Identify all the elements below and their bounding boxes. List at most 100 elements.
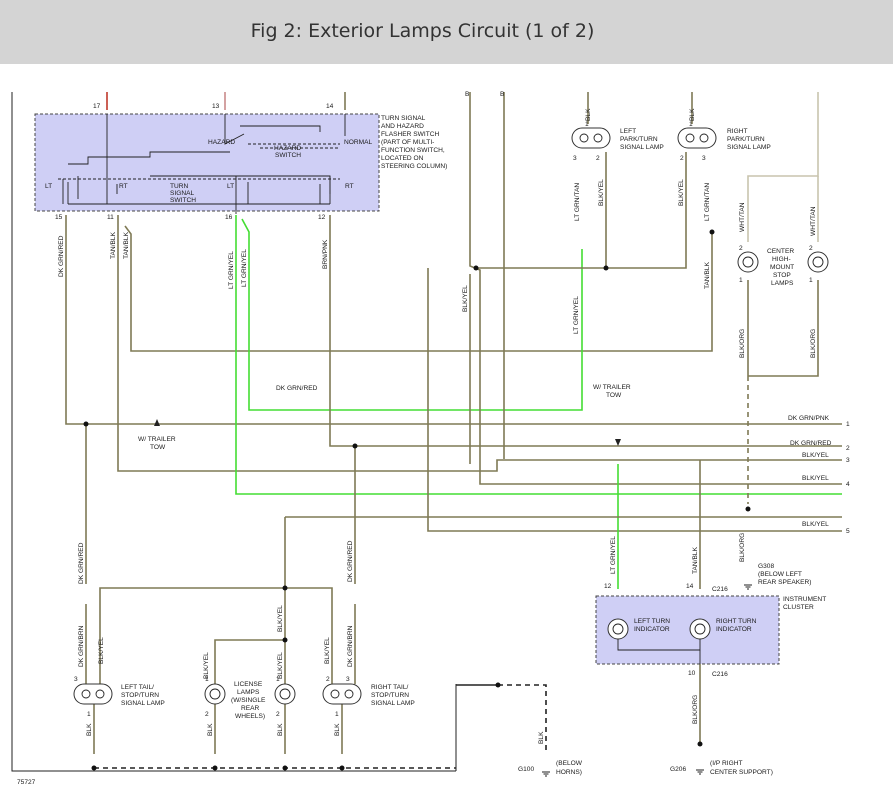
ground-symbols <box>542 584 752 777</box>
wire-label-blk-1: BLK <box>86 723 93 736</box>
wire-label-dk-grn-red-3: DK GRN/RED <box>347 540 354 582</box>
switch-label-line6: LOCATED ON <box>381 155 424 162</box>
b-marker-1: B <box>465 91 470 98</box>
cluster-label-1: INSTRUMENT <box>783 596 826 603</box>
c216-label-top: C216 <box>712 586 728 593</box>
left-park-pin-3: 3 <box>573 155 577 162</box>
g206-label: G206 <box>670 766 686 773</box>
g308-label: G308 <box>758 563 774 570</box>
wire-label-dk-grn-red-1: DK GRN/RED <box>58 235 65 277</box>
lamps <box>73 127 829 705</box>
wire-label-blk-org-2: BLK/ORG <box>810 329 817 358</box>
license-label-4: REAR <box>241 705 260 712</box>
center-lamp2-pin-1: 1 <box>809 277 813 284</box>
cluster-label-2: CLUSTER <box>783 604 814 611</box>
turn-signal-switch-box <box>34 113 380 212</box>
wire-label-blk-yel-license-1: BLK/YEL <box>203 652 210 679</box>
title-bar: Fig 2: Exterior Lamps Circuit (1 of 2) <box>0 0 893 64</box>
right-indicator-label-1: RIGHT TURN <box>716 618 757 625</box>
cluster-pin-10: 10 <box>688 670 696 677</box>
g206-desc-2: CENTER SUPPORT) <box>710 769 773 776</box>
hazard-switch-label-1: HAZARD <box>274 145 301 152</box>
right-park-label-2: PARK/TURN <box>727 136 765 143</box>
right-indicator-label-2: INDICATOR <box>716 626 752 633</box>
wire-label-blk-yel-right-park: BLK/YEL <box>678 179 685 206</box>
wires <box>65 92 842 769</box>
output-4-num: 4 <box>846 481 850 488</box>
switch-rt-2: RT <box>345 183 354 190</box>
g100-desc-2: HORNS) <box>556 769 582 776</box>
trailer-tow-right-1: W/ TRAILER <box>593 384 631 391</box>
pin-11-label: 11 <box>107 214 114 221</box>
center-lamp1-pin-1: 1 <box>739 277 743 284</box>
cluster-pin-12: 12 <box>604 583 612 590</box>
license2-pin-1: 1 <box>276 676 280 683</box>
wire-label-blk-yel-left-park: BLK/YEL <box>598 179 605 206</box>
wire-label-blk-yel-center: BLK/YEL <box>462 285 469 312</box>
switch-internals <box>58 114 346 214</box>
left-park-pin-1: 1 <box>585 121 589 128</box>
normal-label: NORMAL <box>344 139 373 146</box>
turn-switch-label-1: TURN <box>170 183 189 190</box>
wire-label-tan-blk-1: TAN/BLK <box>110 231 117 259</box>
pin-13-label: 13 <box>212 103 220 110</box>
wire-label-blk-3: BLK <box>277 723 284 736</box>
switch-label-line2: AND HAZARD <box>381 123 424 130</box>
right-tail-label-3: SIGNAL LAMP <box>371 700 415 707</box>
output-4-label: BLK/YEL <box>802 475 829 482</box>
cluster-internals <box>607 618 711 664</box>
license-label-2: LAMPS <box>237 689 260 696</box>
left-tail-label-1: LEFT TAIL/ <box>121 684 154 691</box>
left-tail-pin-1: 1 <box>87 711 91 718</box>
left-indicator-label-1: LEFT TURN <box>634 618 670 625</box>
left-tail-label-2: STOP/TURN <box>121 692 159 699</box>
center-stop-label-5: LAMPS <box>771 280 794 287</box>
output-2-num: 2 <box>846 445 850 452</box>
wire-label-lt-grn-yel-1: LT GRN/YEL <box>228 251 235 289</box>
wire-label-blk-org-1: BLK/ORG <box>739 329 746 358</box>
right-tail-pin-2: 2 <box>326 676 330 683</box>
g206-desc-1: (I/P RIGHT <box>710 760 742 767</box>
center-stop-label-1: CENTER <box>767 248 794 255</box>
pin-17-label: 17 <box>93 103 101 110</box>
hazard-label: HAZARD <box>208 139 235 146</box>
switch-label-line1: TURN SIGNAL <box>381 115 426 122</box>
wire-label-tan-blk-3: TAN/BLK <box>704 261 711 289</box>
license-label-3: (W/SINGLE <box>231 697 266 704</box>
wiring-diagram: 17 13 14 TURN SIGNAL AND HAZARD FLASHER … <box>11 91 850 786</box>
license2-pin-2: 2 <box>276 711 280 718</box>
switch-label-line5: FUNCTION SWITCH, <box>381 147 445 154</box>
pin-14-label: 14 <box>326 103 334 110</box>
switch-lt-1: LT <box>45 183 52 190</box>
center-stop-label-3: MOUNT <box>770 264 794 271</box>
labels: 17 13 14 TURN SIGNAL AND HAZARD FLASHER … <box>17 91 850 786</box>
wire-label-wht-tan-2: WHT/TAN <box>810 206 817 236</box>
trailer-tow-left-1: W/ TRAILER <box>138 436 176 443</box>
license1-pin-1: 1 <box>205 676 209 683</box>
output-5-label: BLK/YEL <box>802 521 829 528</box>
c216-label-bottom: C216 <box>712 671 728 678</box>
splice-dots <box>83 229 751 771</box>
center-lamp1-pin-2: 2 <box>739 245 743 252</box>
wire-label-lt-grn-yel-3: LT GRN/YEL <box>573 296 580 334</box>
left-indicator-label-2: INDICATOR <box>634 626 670 633</box>
wire-label-blk-yel-license-2: BLK/YEL <box>277 605 284 632</box>
right-park-label-1: RIGHT <box>727 128 748 135</box>
right-park-pin-1: 1 <box>689 121 693 128</box>
center-stop-label-2: HIGH- <box>772 256 791 263</box>
pin-12-label: 12 <box>318 214 326 221</box>
figure-id: 75727 <box>17 779 36 786</box>
center-stop-label-4: STOP <box>773 272 791 279</box>
license-label-5: WHEELS) <box>235 713 265 720</box>
trailer-tow-right-2: TOW <box>606 392 622 399</box>
wire-label-blk-yel-left-tail: BLK/YEL <box>98 637 105 664</box>
turn-switch-label-3: SWITCH <box>170 197 196 204</box>
wire-label-dk-grn-brn-2: DK GRN/BRN <box>347 625 354 667</box>
left-park-label-2: PARK/TURN <box>620 136 658 143</box>
left-park-label-3: SIGNAL LAMP <box>620 144 664 151</box>
right-park-pin-2: 2 <box>680 155 684 162</box>
cluster-pin-14: 14 <box>686 583 694 590</box>
wire-label-blk-yel-right-tail: BLK/YEL <box>324 637 331 664</box>
wire-label-brn-pnk: BRN/PNK <box>322 239 329 269</box>
wire-label-lt-grn-yel-4: LT GRN/YEL <box>610 536 617 574</box>
